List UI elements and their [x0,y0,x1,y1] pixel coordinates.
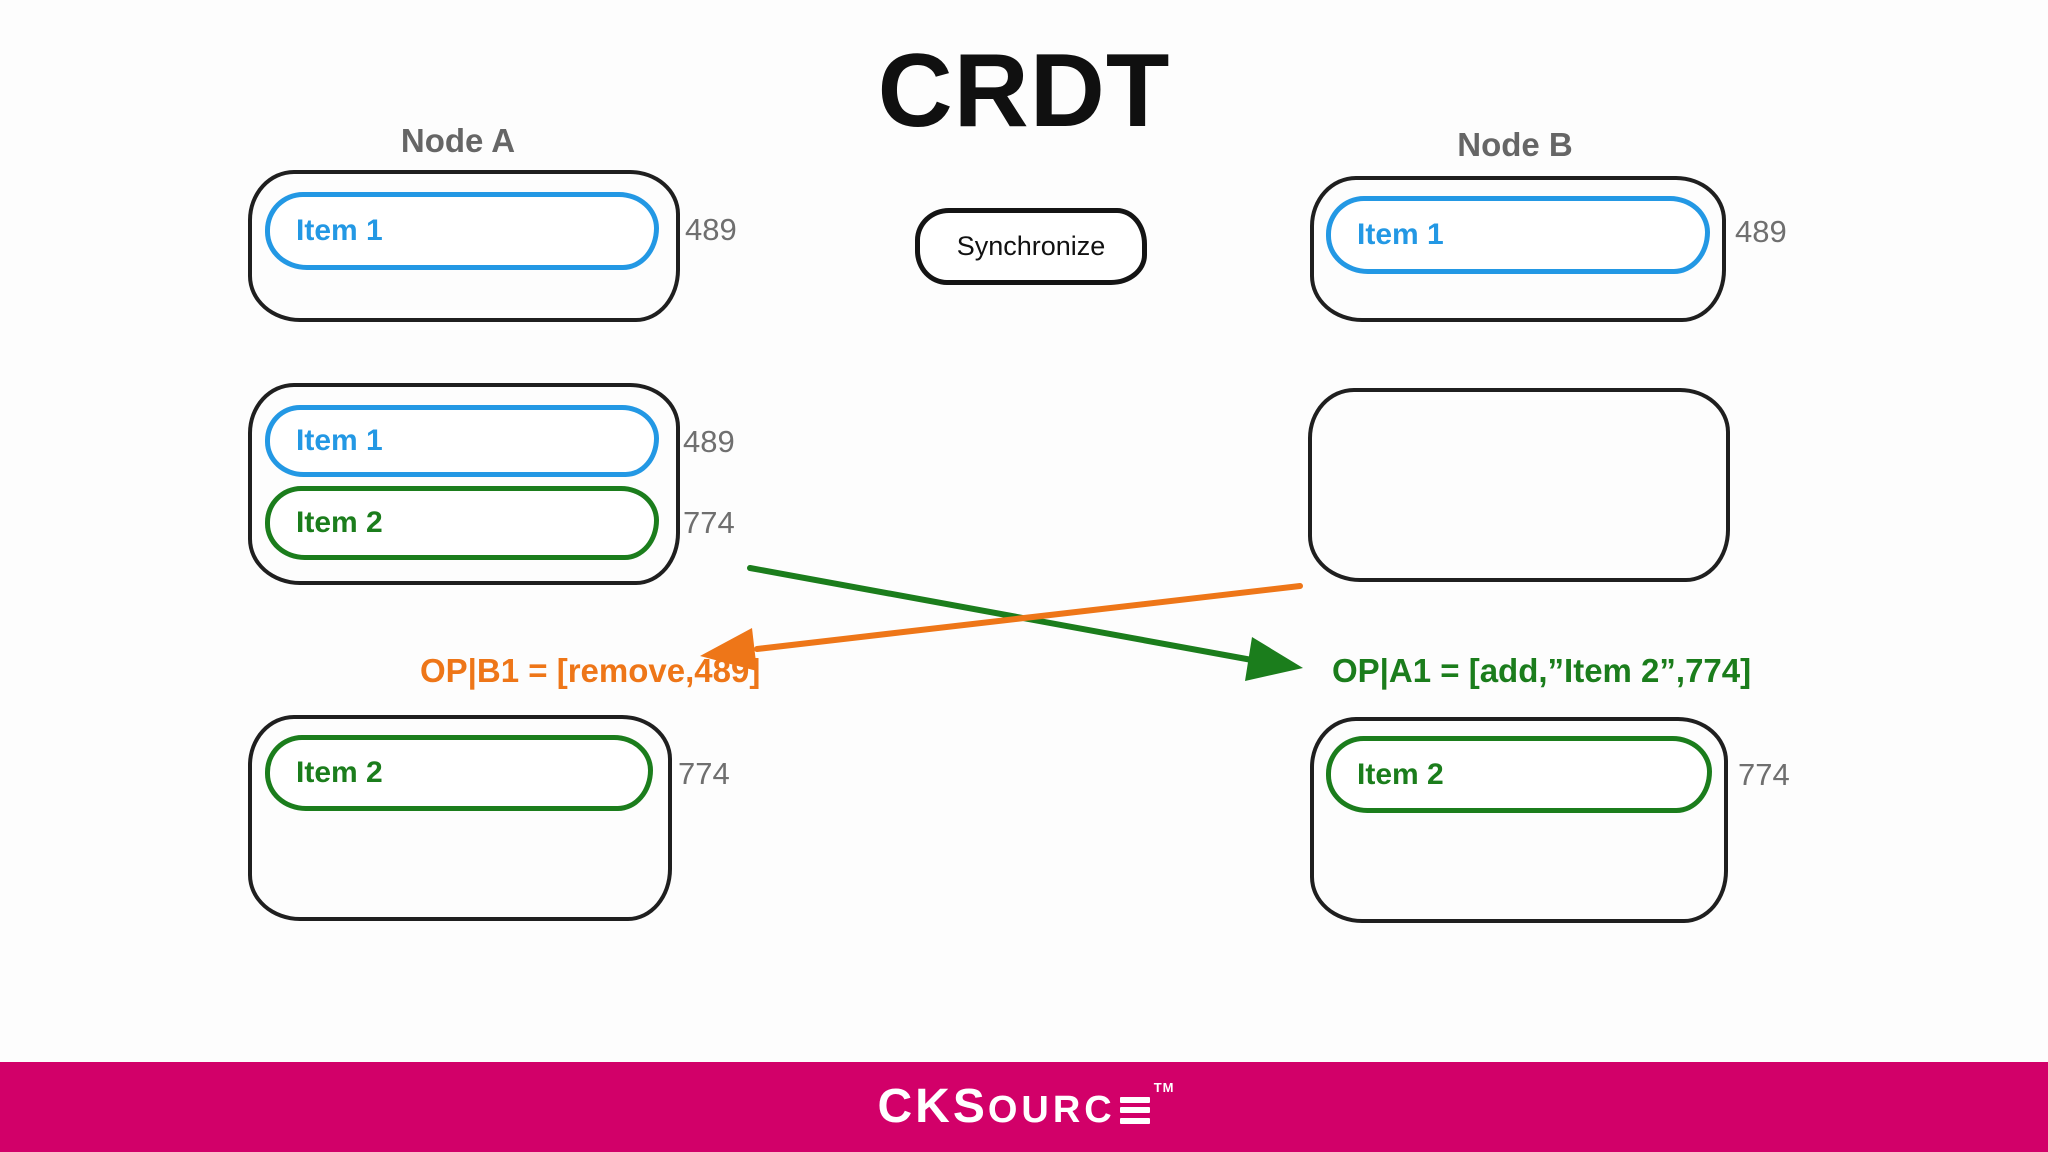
trademark-label: TM [1153,1080,1175,1095]
item-1-id: 489 [683,424,735,459]
item-label: Item 1 [1357,218,1444,251]
op-to-node-b-arrowhead-icon [1245,637,1303,681]
node-b-state-3-box: Item 2 [1310,717,1728,923]
item-label: Item 1 [296,214,383,247]
item-label: Item 2 [296,506,383,539]
item-1-pill: Item 1 [265,192,659,270]
item-2-pill: Item 2 [1326,736,1712,813]
node-a-label: Node A [400,122,516,159]
op-to-node-a-arrow-line [754,583,1303,652]
node-a-state-3-box: Item 2 [248,715,672,921]
node-b-label: Node B [1457,126,1573,163]
item-2-id: 774 [683,505,735,540]
item-1-id: 489 [1735,214,1787,249]
item-label: Item 1 [296,424,383,457]
op-a1-label: OP|A1 = [add,”Item 2”,774] [1332,652,1752,689]
synchronize-button[interactable]: Synchronize [915,208,1147,285]
item-1-pill: Item 1 [1326,196,1710,274]
logo-text-cks: CKS [877,1080,988,1133]
item-2-pill: Item 2 [265,486,659,560]
op-b1-label: OP|B1 = [remove,489] [420,652,761,689]
item-2-id: 774 [678,756,730,791]
item-label: Item 2 [1357,757,1444,791]
node-a-state-1-box: Item 1 [248,170,680,322]
logo-e-bars-icon [1119,1096,1150,1124]
node-b-state-2-empty-box [1308,388,1730,582]
node-a-state-2-box: Item 1 Item 2 [248,383,680,585]
item-1-id: 489 [685,212,737,247]
logo-text-ourc: OURC [987,1089,1116,1131]
item-2-pill: Item 2 [265,735,653,811]
item-2-id: 774 [1738,757,1790,792]
node-b-state-1-box: Item 1 [1310,176,1726,322]
synchronize-label: Synchronize [956,231,1106,261]
item-label: Item 2 [296,756,383,789]
page-title: CRDT [877,33,1171,149]
op-to-node-b-arrow-line [747,565,1255,663]
item-1-pill: Item 1 [265,405,659,477]
